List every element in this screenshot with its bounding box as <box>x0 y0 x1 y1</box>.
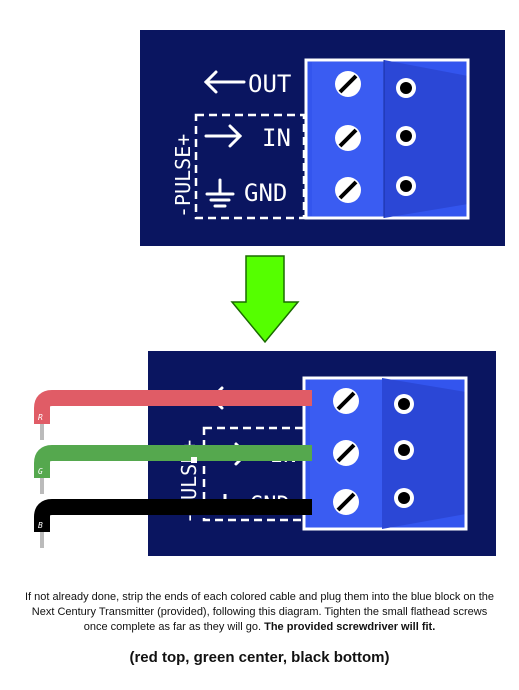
wire-end-dot <box>191 457 197 463</box>
out-label: OUT <box>248 70 291 98</box>
wire-letter-b: B <box>38 521 43 530</box>
wire-hole-icon <box>394 440 414 460</box>
pulse-label: -PULSE+ <box>171 134 195 218</box>
screw-icon <box>333 440 359 466</box>
wire-hole-icon <box>394 394 414 414</box>
wire-letter-r: R <box>38 413 43 422</box>
wire-hole-icon <box>396 78 416 98</box>
wire-hole-icon <box>396 176 416 196</box>
bottom-terminal-block <box>302 376 468 531</box>
instructions-body: If not already done, strip the ends of e… <box>24 591 495 633</box>
down-arrow-icon <box>230 255 300 344</box>
out-arrow-icon <box>203 70 246 94</box>
ground-icon <box>205 178 235 208</box>
green-wire: G <box>34 445 312 494</box>
black-wire: B <box>34 499 312 548</box>
pulse-dashed-box <box>194 113 306 220</box>
wire-hole-icon <box>394 488 414 508</box>
screw-icon <box>333 388 359 414</box>
screw-icon <box>335 177 361 203</box>
in-arrow-icon <box>204 124 243 148</box>
top-terminal-block <box>304 58 470 220</box>
wire-hole-icon <box>396 126 416 146</box>
in-label: IN <box>262 124 291 152</box>
instructions-text: If not already done, strip the ends of e… <box>20 590 499 635</box>
screw-icon <box>335 71 361 97</box>
screw-icon <box>335 125 361 151</box>
gnd-label: GND <box>244 179 287 207</box>
red-wire: R <box>34 390 312 440</box>
screw-icon <box>333 489 359 515</box>
caption: (red top, green center, black bottom) <box>129 649 390 666</box>
instructions-emphasis: The provided screwdriver will fit. <box>264 621 436 633</box>
wire-letter-g: G <box>38 467 43 476</box>
